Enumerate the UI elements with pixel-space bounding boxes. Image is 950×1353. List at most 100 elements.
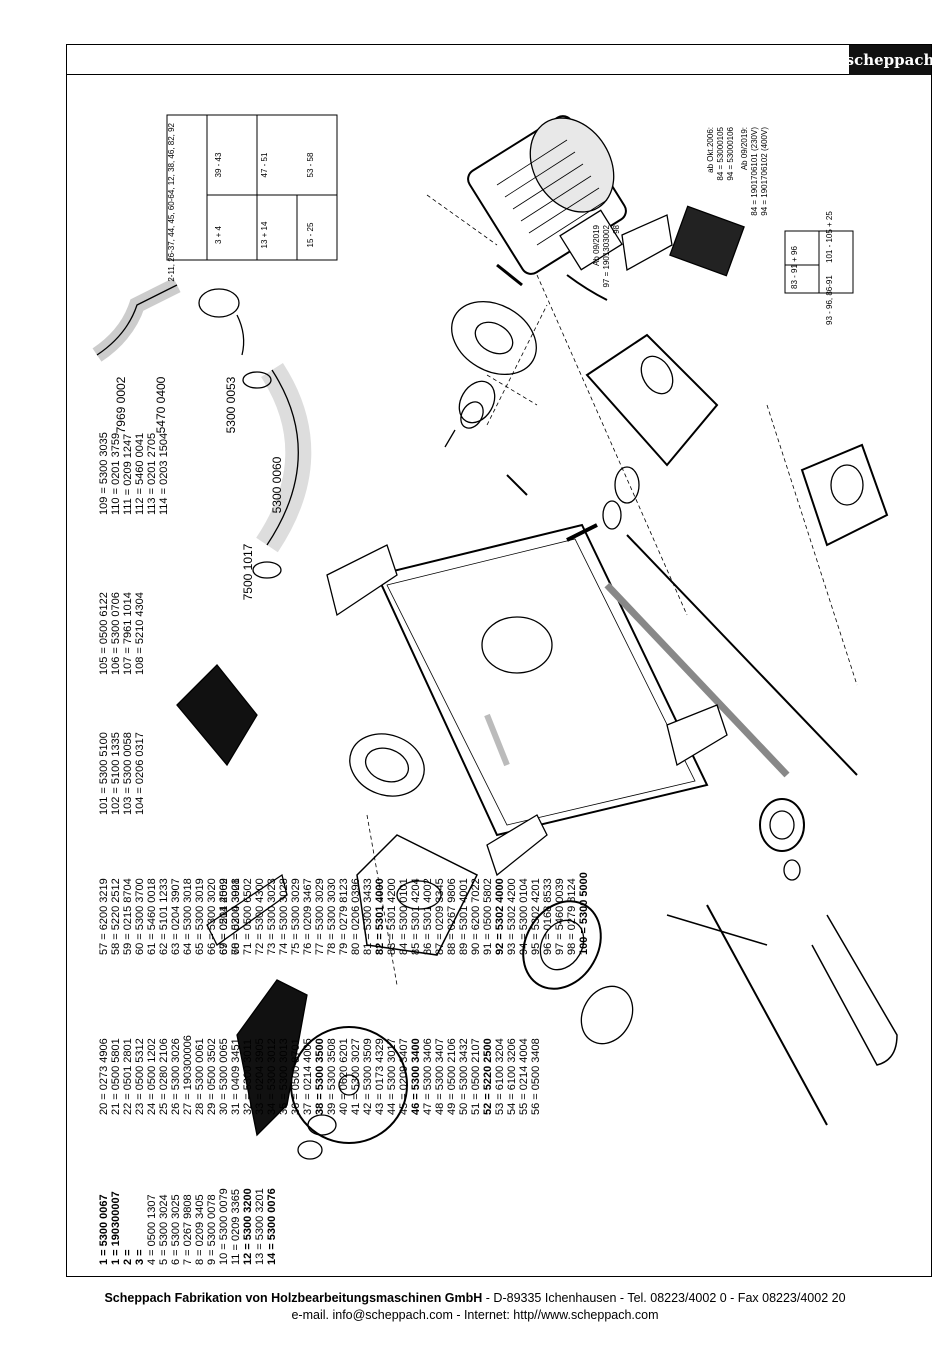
part-list-entry: 113 = 0201 2705 xyxy=(146,433,158,515)
legend-row-3: 13 + 14 xyxy=(260,221,269,248)
part-list-entry: 14 = 5300 0076 xyxy=(266,1188,278,1265)
part-list-entry: 72 = 5300 4300 xyxy=(254,878,266,955)
part-list-entry: 93 = 5302 4200 xyxy=(506,878,518,955)
part-list-entry: 11 = 0209 3365 xyxy=(230,1189,242,1265)
part-list-entry: 37 = 0214 4005 xyxy=(302,1038,314,1115)
part-list-entry: 80 = 0206 0396 xyxy=(350,878,362,955)
part-list-entry: 50 = 5300 3432 xyxy=(458,1038,470,1115)
part-list-entry: 24 = 0500 1202 xyxy=(146,1038,158,1115)
legend-mid-3: 47 - 51 xyxy=(260,152,269,177)
part-list-entry: 104 = 0206 0317 xyxy=(134,732,146,815)
part-list-entry: 70 = 0204 3908 xyxy=(230,878,242,955)
part-list-entry: 42 = 5300 3509 xyxy=(362,1038,374,1115)
part-list-entry: 6 = 5300 3025 xyxy=(170,1194,182,1265)
hose-label-c: 5300 0053 xyxy=(224,376,238,433)
part-list-entry: 9 = 5300 0078 xyxy=(206,1194,218,1265)
part-list-entry: 29 = 0500 3502 xyxy=(206,1038,218,1115)
base-plate-drawing xyxy=(375,523,709,837)
part-list-entry: 86 = 5301 4002 xyxy=(422,878,434,955)
part-list-entry: 48 = 5300 3407 xyxy=(434,1038,446,1115)
footer-contact-line: e-mail. info@scheppach.com - Internet: h… xyxy=(291,1308,659,1322)
part-list-entry: 112 = 5460 0041 xyxy=(134,433,146,515)
part-list-entry: 44 = 5300 3017 xyxy=(386,1038,398,1115)
note-ab-okt-2: 84 = 53000105 xyxy=(716,126,725,180)
part-list-entry: 103 = 5300 0058 xyxy=(122,732,134,815)
part-list-entry: 106 = 5300 0706 xyxy=(110,592,122,675)
part-list-entry: 71 = 0500 6502 xyxy=(242,878,254,955)
part-list-entry: 38 = 5300 3500 xyxy=(314,1038,326,1115)
note-ab-09b-1: Ab 09/2019 xyxy=(592,224,601,265)
part-list-entry: 53 = 6100 3204 xyxy=(494,1038,506,1115)
part-list-entry: 33 = 0204 3905 xyxy=(254,1038,266,1115)
part-list-entry: 32 = 5300 3011 xyxy=(242,1039,254,1115)
part-list-entry: 77 = 5300 3029 xyxy=(314,878,326,955)
note-ab-09-2: 84 = 1901706101 (230V) xyxy=(750,127,759,216)
part-list-entry: 108 = 5210 4304 xyxy=(134,592,146,675)
gearbox-drawing xyxy=(566,333,719,542)
part-list-entry: 30 = 5300 0065 xyxy=(218,1038,230,1115)
part-list-entry: 75 = 5300 3029 xyxy=(290,878,302,955)
part-list-entry: 73 = 5300 3023 xyxy=(266,878,278,955)
legend-row-2: 3 + 4 xyxy=(214,225,223,244)
part-list-entry: 46 = 5300 3400 xyxy=(410,1038,422,1115)
gear-knob-drawing xyxy=(522,900,634,1045)
part-list-entry: 26 = 5300 3026 xyxy=(170,1038,182,1115)
part-list-entry: 3 = xyxy=(134,1249,146,1265)
part-list-entry: 57 = 6200 3219 xyxy=(98,878,110,955)
part-list-entry: 78 = 5300 3030 xyxy=(326,878,338,955)
part-list-entry: 43 = 0173 4329 xyxy=(374,1038,386,1115)
shaft-drawing xyxy=(506,474,858,778)
header-band: scheppach xyxy=(67,45,934,75)
part-list-entry: 60 = 5300 3700 xyxy=(134,878,146,955)
footer-company-line: Scheppach Fabrikation von Holzbearbeitun… xyxy=(0,1291,950,1305)
part-list-entry: 82 = 5301 4000 xyxy=(374,878,386,955)
part-list-entry: 39 = 5300 3508 xyxy=(326,1038,338,1115)
small-box-cell-3: 93 - 96, 86-91 xyxy=(825,275,834,325)
part-list-entry: 8 = 0209 3405 xyxy=(194,1194,206,1265)
part-list-entry: 105 = 0500 6122 xyxy=(98,592,110,675)
motor-drawing xyxy=(467,115,627,301)
bearing-drawing xyxy=(759,798,805,881)
small-box xyxy=(784,230,854,294)
note-ab-09-1: Ab 09/2019: xyxy=(740,127,749,170)
part-list-entry: 76 = 0209 3467 xyxy=(302,878,314,955)
exploded-parts-diagram: 2-11, 26-37, 44, 45, 60-64, 12, 38, 46, … xyxy=(92,114,898,1265)
lever-drawing xyxy=(206,733,425,946)
part-list-entry: 25 = 0280 2106 xyxy=(158,1038,170,1115)
part-list-entry: 49 = 0500 2106 xyxy=(446,1038,458,1115)
note-ab-okt-3: 94 = 53000106 xyxy=(726,126,735,180)
part-list-entry: 41 = 5300 3027 xyxy=(350,1038,362,1115)
part-list-entry: 87 = 0209 3345 xyxy=(434,878,446,955)
legend-box-text: 2-11, 26-37, 44, 45, 60-64, 12, 38, 46, … xyxy=(167,122,315,281)
part-list-entry: 98 = 0279 8124 xyxy=(566,878,578,955)
hose-label-e: 7500 1017 xyxy=(241,543,255,600)
part-list-entry: 111 = 0209 1247 xyxy=(122,434,134,515)
small-box-cell-1: 83 - 91 + 96 xyxy=(790,246,799,289)
legend-mid-4: 53 - 58 xyxy=(306,152,315,177)
note-ab-09-3: 94 = 1901706102 (400V) xyxy=(760,127,769,216)
page-frame: scheppach xyxy=(66,44,934,1277)
part-list-entry: 35 = 5300 3013 xyxy=(278,1038,290,1115)
part-list-entry: 58 = 5220 2512 xyxy=(110,878,122,955)
switch-drawing xyxy=(621,205,745,277)
hose-drawing xyxy=(92,277,312,579)
mount-drawing xyxy=(800,443,889,547)
legend-mid-2: 39 - 43 xyxy=(214,152,223,177)
part-list-entry: 20 = 0273 4906 xyxy=(98,1038,110,1115)
brand-logo: scheppach xyxy=(846,45,934,75)
part-list-entry: 1 = 190300007 xyxy=(110,1191,122,1265)
part-list-entry: 88 = 0267 9806 xyxy=(446,878,458,955)
part-list-entry: 59 = 0215 8704 xyxy=(122,878,134,955)
part-list-entry: 68 = 5300 3021 xyxy=(230,878,242,955)
part-list-entry: 94 = 5300 0104 xyxy=(518,878,530,955)
part-list-entry: 13 = 5300 3201 xyxy=(254,1188,266,1265)
part-list-entry: 107 = 7961 1014 xyxy=(122,592,134,675)
part-list-entry: 28 = 5300 0061 xyxy=(194,1038,206,1115)
part-list-entry: 67 = 0501 2562 xyxy=(218,878,230,955)
slide-rail-drawing xyxy=(326,544,728,877)
note-ab-okt-1: ab Okt.2006: xyxy=(706,127,715,173)
small-box-cell-2: 101 - 105 + 25 xyxy=(825,211,834,263)
part-list-entry: 23 = 0500 5312 xyxy=(134,1038,146,1115)
part-list-entry: 31 = 0409 3451 xyxy=(230,1038,242,1115)
